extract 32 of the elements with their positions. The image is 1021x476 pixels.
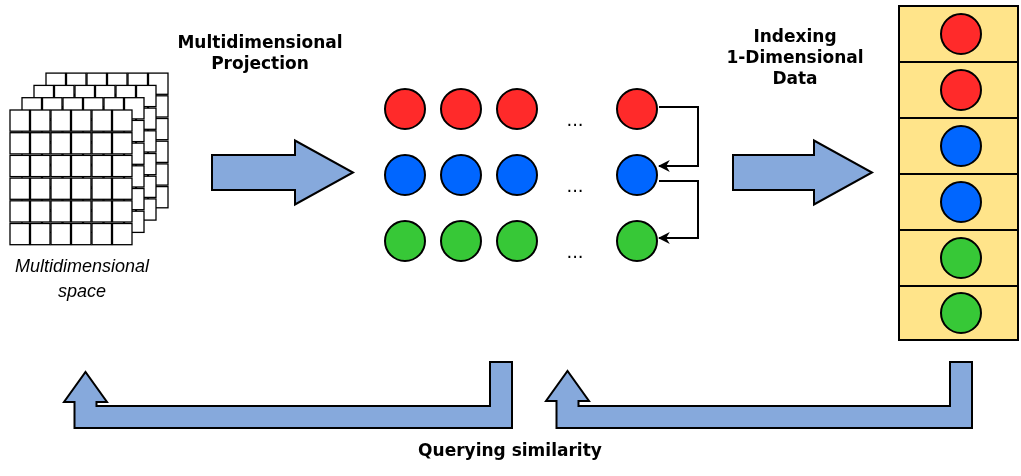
dot: [384, 154, 426, 196]
node-label: Multidimensional space: [13, 255, 151, 303]
dot: [496, 154, 538, 196]
array-column: [898, 5, 1019, 341]
step-label: Indexing 1-Dimensional Data: [725, 26, 865, 89]
arrow: [657, 106, 699, 172]
dot: [384, 88, 426, 130]
dot: [440, 220, 482, 262]
dot: [940, 237, 982, 279]
dot: [940, 13, 982, 55]
ellipsis: ...: [565, 174, 585, 198]
step-label: Multidimensional Projection: [176, 32, 344, 74]
dot: [496, 88, 538, 130]
block-arrow: [211, 138, 356, 207]
dot: [616, 154, 658, 196]
dot: [940, 181, 982, 223]
caption: Querying similarity: [417, 440, 603, 461]
dot: [940, 125, 982, 167]
dot: [384, 220, 426, 262]
ellipsis: ...: [565, 108, 585, 132]
dot: [616, 88, 658, 130]
arrow: [657, 180, 699, 244]
dot: [940, 292, 982, 334]
dot: [616, 220, 658, 262]
block-arrow: [544, 361, 973, 429]
block-arrow: [732, 138, 875, 207]
block-arrow: [62, 361, 513, 429]
ellipsis: ...: [565, 240, 585, 264]
dot: [440, 88, 482, 130]
dot: [440, 154, 482, 196]
dot: [496, 220, 538, 262]
dot: [940, 69, 982, 111]
